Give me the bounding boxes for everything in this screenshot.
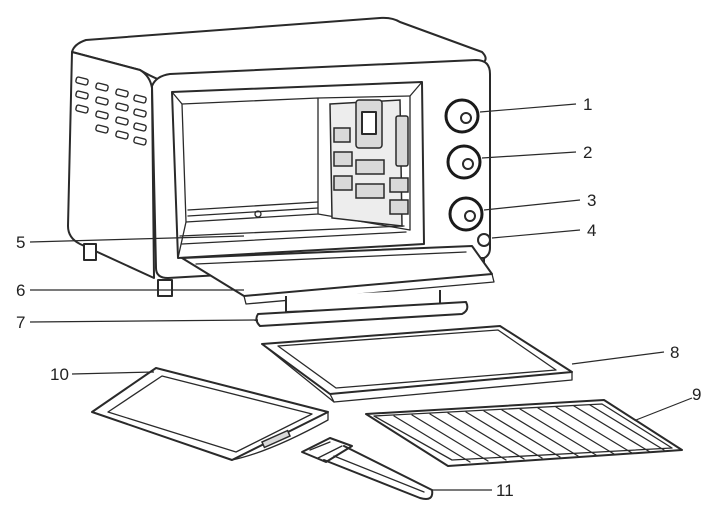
- oven-cavity: [171, 81, 425, 259]
- callout-5: 5: [16, 233, 25, 252]
- tray-handle: [301, 437, 434, 500]
- callout-1: 1: [583, 95, 592, 114]
- callout-labels: 1 2 3 4 5 6 7 8 9 10 11: [16, 95, 701, 500]
- baking-tray: [261, 325, 573, 403]
- callout-9: 9: [692, 385, 701, 404]
- power-indicator-light: [477, 233, 491, 247]
- side-vents: [75, 76, 147, 146]
- crumb-tray: [91, 367, 329, 461]
- callout-3: 3: [587, 191, 596, 210]
- callout-10: 10: [50, 365, 69, 384]
- callout-4: 4: [587, 221, 596, 240]
- callout-8: 8: [670, 343, 679, 362]
- leader-lines: [29, 103, 693, 491]
- oven-door: [181, 245, 495, 327]
- callout-2: 2: [583, 143, 592, 162]
- wire-rack: [365, 399, 683, 467]
- callout-7: 7: [16, 313, 25, 332]
- callout-6: 6: [16, 281, 25, 300]
- control-knobs: [444, 98, 491, 247]
- callout-11: 11: [496, 481, 514, 500]
